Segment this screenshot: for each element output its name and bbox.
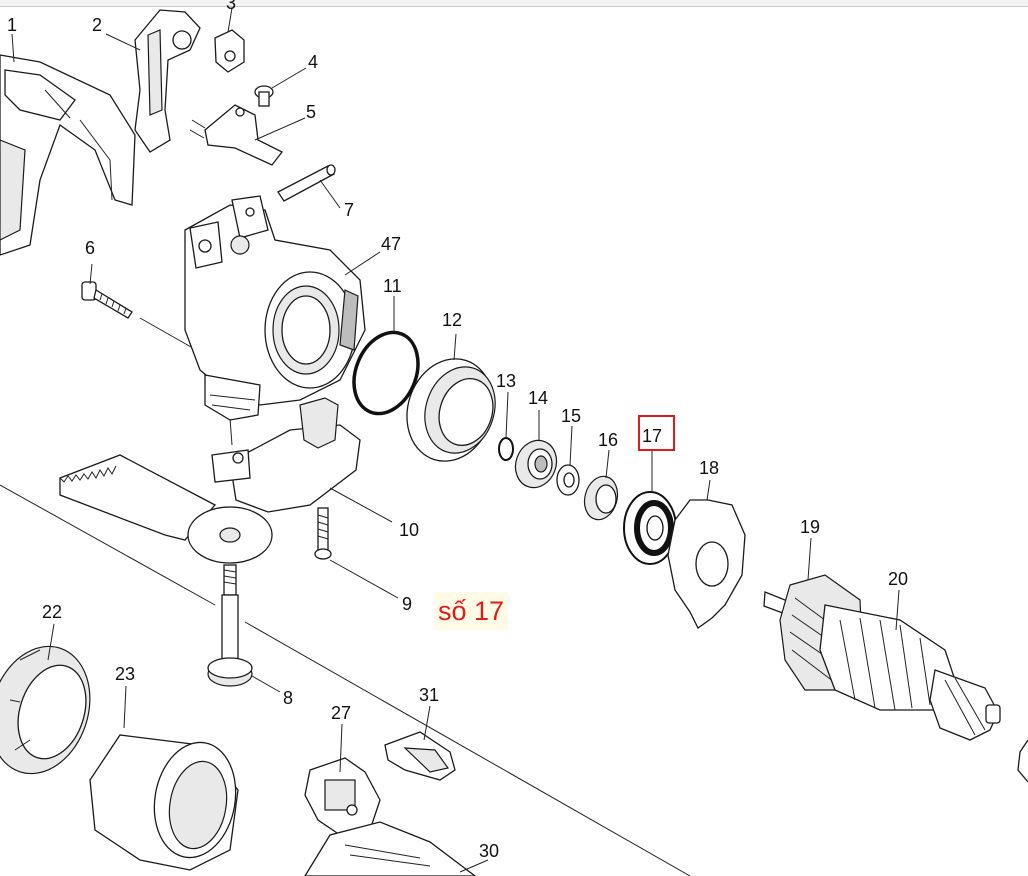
label-part-4: 4 <box>308 52 318 72</box>
part-8-spindle <box>207 564 253 687</box>
label-part-31: 31 <box>419 685 439 705</box>
label-part-27: 27 <box>331 703 351 723</box>
partial-part-right-edge <box>1017 739 1028 783</box>
part-18-insulation-washer <box>667 499 746 629</box>
label-part-23: 23 <box>115 664 135 684</box>
part-30-motor-housing <box>304 821 477 876</box>
label-part-14: 14 <box>528 388 548 408</box>
part-19-20-armature <box>763 574 1001 741</box>
label-part-12: 12 <box>442 310 462 330</box>
label-part-6: 6 <box>85 238 95 258</box>
part-4-screw <box>254 85 274 107</box>
part-27-switch <box>304 757 381 836</box>
part-12-retainer-ring <box>406 358 496 462</box>
label-part-7: 7 <box>344 200 354 220</box>
leader-lines <box>11 7 900 873</box>
part-10-bottom-cover <box>211 397 361 513</box>
part-5-spring-plate <box>189 104 283 166</box>
part-13-snap-ring <box>498 437 514 461</box>
label-part-13: 13 <box>496 371 516 391</box>
label-part-16: 16 <box>598 430 618 450</box>
label-part-3: 3 <box>226 0 236 13</box>
window-top-edge <box>0 0 1028 7</box>
part-labels: 1 2 3 4 5 6 7 8 9 10 11 12 13 14 15 16 1… <box>7 0 908 861</box>
label-part-1: 1 <box>7 15 17 35</box>
label-part-5: 5 <box>306 102 316 122</box>
highlight-note: số 17 <box>434 592 509 630</box>
label-part-22: 22 <box>42 602 62 622</box>
blade-and-flange <box>59 454 273 564</box>
label-part-20: 20 <box>888 569 908 589</box>
label-part-47: 47 <box>381 234 401 254</box>
label-part-8: 8 <box>283 688 293 708</box>
label-part-18: 18 <box>699 458 719 478</box>
part-16-sleeve <box>583 475 619 521</box>
part-14-ball-bearing <box>514 439 558 489</box>
label-part-15: 15 <box>561 406 581 426</box>
part-9-screw <box>314 507 332 560</box>
part-11-o-ring <box>352 330 420 416</box>
part-1-housing-cover <box>0 54 136 256</box>
part-23-sleeve <box>89 734 239 871</box>
part-31-button <box>384 731 456 781</box>
part-3-cam <box>214 29 245 73</box>
label-part-10: 10 <box>399 520 419 540</box>
part-6-screw <box>81 281 133 319</box>
part-17-highlight-box <box>638 415 675 451</box>
part-7-pin <box>277 164 336 202</box>
part-15-washer <box>556 464 580 496</box>
label-part-9: 9 <box>402 594 412 614</box>
part-2-lever <box>134 9 201 153</box>
part-47-gear-housing <box>184 195 366 421</box>
label-part-2: 2 <box>92 15 102 35</box>
part-17-ball-bearing <box>623 491 677 565</box>
label-part-19: 19 <box>800 517 820 537</box>
part-22-ring <box>0 645 91 775</box>
label-part-30: 30 <box>479 841 499 861</box>
label-part-11: 11 <box>383 276 402 296</box>
label-part-17: 17 <box>642 426 662 446</box>
